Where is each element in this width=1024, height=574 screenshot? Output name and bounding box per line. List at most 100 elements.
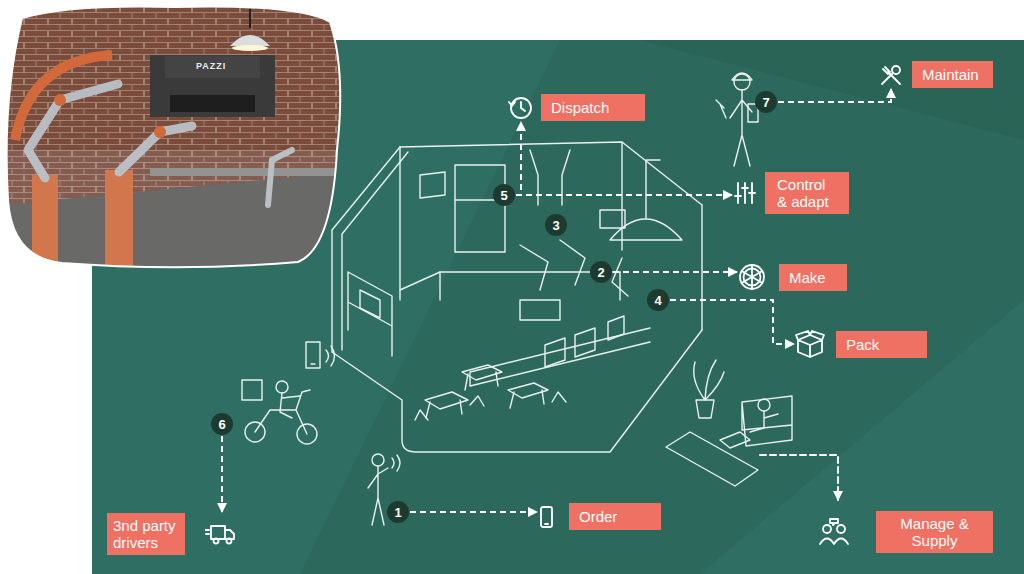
illustration-part: [342, 152, 408, 350]
illustration-part: [883, 67, 900, 84]
illustration-part: [600, 210, 625, 228]
illustration-part: [360, 290, 380, 318]
step-label: Make: [738, 263, 847, 291]
illustration-part: [211, 526, 234, 539]
callout-text: 6: [218, 418, 225, 431]
label-text: Dispatch: [551, 98, 635, 117]
label-text: Maintain: [922, 65, 983, 84]
illustration-part: [420, 172, 445, 198]
illustration-part: [511, 98, 531, 118]
tools-icon: [878, 62, 904, 88]
label-text: Control & adapt: [777, 176, 837, 210]
illustration-part: [640, 40, 1024, 140]
illustration-part: [392, 455, 400, 471]
illustration-part: [399, 147, 400, 300]
illustration-part: [348, 272, 392, 356]
dashed-connector: [613, 271, 737, 273]
illustration-part: [520, 245, 548, 290]
illustration-part: [740, 265, 764, 289]
label-text: Order: [579, 507, 651, 526]
brand-label: PAZZI: [196, 61, 226, 71]
people-icon: [818, 518, 850, 546]
illustration-part: [462, 365, 502, 390]
callout-number: 7: [755, 91, 777, 113]
illustration-part: [646, 160, 660, 218]
dashed-connector: [778, 89, 891, 102]
illustration-part: [760, 455, 838, 500]
clock-icon: [508, 95, 534, 121]
illustration-part: [694, 360, 724, 400]
illustration-part: [734, 74, 750, 90]
illustration-part: [716, 100, 726, 118]
illustration-part: [701, 205, 702, 330]
illustration-part: [520, 300, 560, 320]
illustration-part: [280, 393, 300, 418]
illustration-part: [735, 188, 755, 196]
illustration-part: [696, 400, 714, 418]
illustration-part: [732, 73, 752, 80]
illustration-part: [326, 346, 335, 366]
label-box: Manage & Supply: [876, 511, 993, 553]
photo-inset: [0, 0, 345, 272]
illustration-part: [837, 525, 845, 533]
illustration-part: [154, 126, 166, 138]
illustration-part: [758, 399, 770, 411]
callout-text: 3: [552, 219, 559, 232]
callout-number: 2: [590, 261, 612, 283]
label-box: Maintain: [912, 61, 993, 88]
illustration-part: [0, 0, 345, 272]
sliders-icon: [733, 180, 757, 206]
illustration-part: [612, 258, 628, 296]
callout-text: 1: [394, 506, 401, 519]
illustration-part: [823, 525, 831, 533]
illustration-part: [54, 94, 66, 106]
illustration-part: [820, 539, 848, 545]
illustration-part: [249, 0, 251, 28]
step-label: 3nd party drivers: [107, 513, 237, 555]
illustration-part: [227, 539, 232, 544]
illustration-part: [255, 390, 310, 434]
illustration-part: [796, 331, 824, 357]
callout-number: 1: [387, 501, 409, 523]
pizza-icon: [738, 263, 766, 291]
illustration-part: [276, 381, 288, 393]
illustration-part: [415, 392, 566, 420]
callout-text: 2: [597, 266, 604, 279]
illustration-part: [0, 150, 345, 272]
illustration-part: [0, 0, 345, 272]
step-label: Control & adapt: [733, 172, 849, 214]
photo-outline: [7, 6, 341, 267]
illustration-part: [666, 432, 758, 486]
illustration-part: [332, 330, 702, 452]
callout-text: 5: [500, 189, 507, 202]
illustration-part: [742, 396, 792, 446]
label-box: Control & adapt: [765, 172, 849, 214]
illustration-part: [830, 519, 838, 525]
illustration-part: [232, 45, 268, 51]
illustration-part: [621, 142, 622, 250]
illustration-part: [610, 219, 682, 240]
illustration-part: [545, 523, 548, 525]
dashed-connector: [410, 511, 537, 513]
illustration-part: [508, 383, 548, 408]
step-label: Order: [538, 503, 661, 530]
dashed-connector: [221, 436, 223, 512]
dashed-connector: [670, 300, 794, 344]
illustration-part: [400, 272, 620, 290]
label-text: Manage & Supply: [886, 515, 983, 549]
illustration-part: [730, 90, 752, 166]
illustration-part: [700, 300, 1024, 574]
illustration-part: [214, 539, 219, 544]
dashed-connector: [516, 194, 732, 196]
label-text: Pack: [846, 335, 917, 354]
illustration-part: [509, 102, 515, 106]
step-label: Maintain: [878, 61, 993, 88]
label-box: Dispatch: [541, 94, 645, 121]
label-box: Pack: [836, 331, 927, 358]
illustration-part: [230, 35, 270, 46]
label-text: 3nd party drivers: [113, 517, 179, 551]
callout-number: 4: [647, 289, 669, 311]
illustration-part: [425, 392, 468, 418]
